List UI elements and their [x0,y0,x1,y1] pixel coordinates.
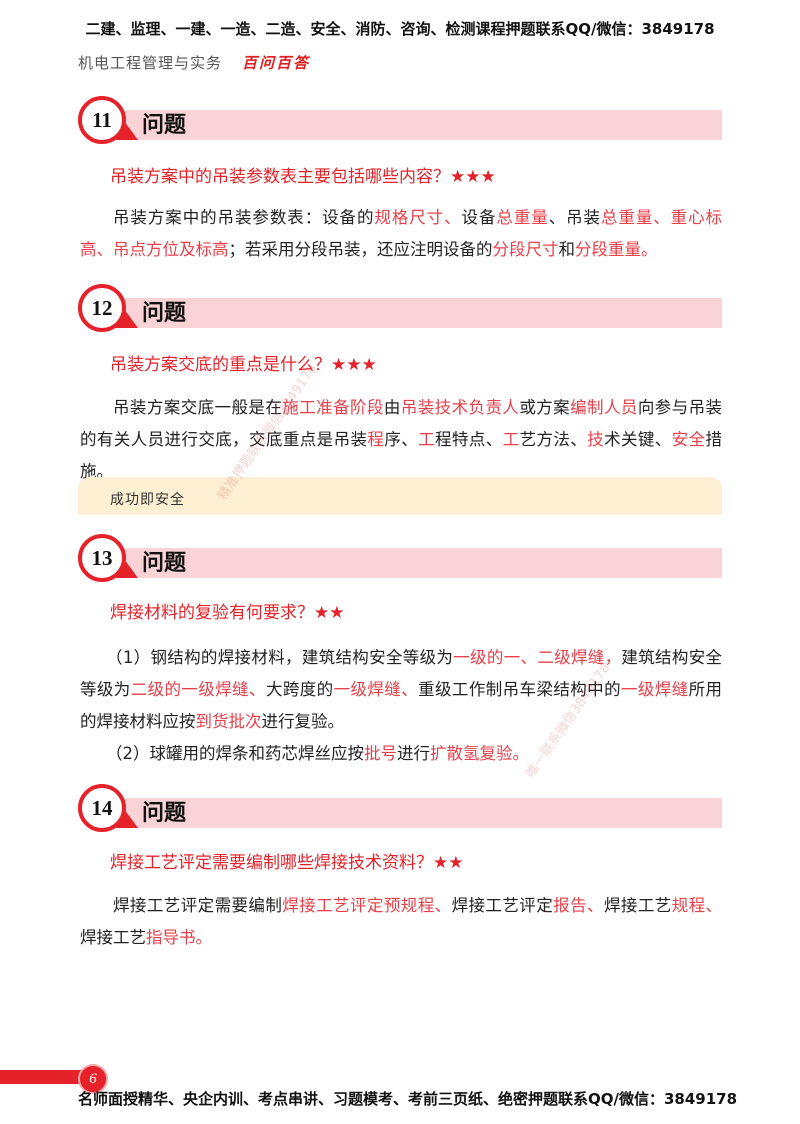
key-point-text: 施工准备阶段 [282,398,384,417]
key-point-text: 技 [587,430,605,449]
question-title: 焊接工艺评定需要编制哪些焊接技术资料？★★ [110,853,464,873]
key-point-text: 分段尺寸 [492,240,559,259]
answer-text: 重级工作制吊车梁结构中的 [418,680,621,699]
answer-text: （1）钢结构的焊接材料，建筑结构安全等级为 [106,648,454,667]
section-header: 12 问题 [78,284,722,332]
key-point-text: 一级焊缝 [621,680,689,699]
answer-paragraph: （2）球罐用的焊条和药芯焊丝应按批号进行扩散氢复验。 [80,738,722,770]
answer-text: 程特点、 [435,430,503,449]
section-bar [108,298,722,328]
answer-text: 或方案 [519,398,571,417]
answer-text: 设备 [461,208,497,227]
answer-paragraph: （1）钢结构的焊接材料，建筑结构安全等级为一级的一、二级焊缝，建筑结构安全等级为… [80,642,722,738]
key-point-text: 规格尺寸、 [374,208,462,227]
answer-text: 、吊装 [548,208,601,227]
key-point-text: 指导书。 [146,928,212,947]
section-number: 13 [78,534,126,582]
answer-text: （2）球罐用的焊条和药芯焊丝应按 [106,744,364,763]
section-number: 12 [78,284,126,332]
key-point-text: 到货批次 [195,712,262,731]
answer-text: 序、 [384,430,419,449]
key-point-text: 总重量、重心标高、吊点方位及标高 [80,208,723,259]
answer-text: 和 [558,240,576,259]
answer-text: 进行 [397,744,430,763]
answer-text: 措施。 [80,430,723,481]
answer-paragraph: 吊装方案交底一般是在施工准备阶段由吊装技术负责人或方案编制人员向参与吊装的有关人… [80,392,722,488]
section-header: 13 问题 [78,534,722,582]
answer-text: 所用的焊接材料应按 [80,680,723,731]
tip-text: 成功即安全 [110,492,185,508]
key-point-text: 程 [367,430,385,449]
key-point-text: 工 [502,430,520,449]
section-bar [108,110,722,140]
answer-text: 大跨度的 [265,680,334,699]
question-title: 焊接材料的复验有何要求？★★ [110,603,345,623]
answer-text: 术关键、 [604,430,672,449]
key-point-text: 工 [418,430,436,449]
key-point-text: 批号 [364,744,397,763]
answer-text: 进行复验。 [261,712,345,731]
key-point-text: 扩散氢复验。 [430,744,529,763]
key-point-text: 分段重量。 [575,240,658,259]
footer-text: 名师面授精华、央企内训、考点串讲、习题模考、考前三页纸、绝密押题联系QQ/微信：… [78,1090,738,1108]
key-point-text: 焊接工艺评定预规程、 [282,896,452,915]
key-point-text: 报告、 [553,896,604,915]
answer-text: 向参与吊装的有关人员进行交底，交底重点是吊装 [80,398,723,449]
section-label: 问题 [142,550,187,576]
section-bar [108,548,722,578]
answer-text: 焊接工艺 [603,896,672,915]
key-point-text: 一级的一、二级焊缝， [453,648,622,667]
section-number: 11 [78,96,126,144]
answer-text: 由 [383,398,401,417]
tip-box: 成功即安全 [78,477,722,515]
key-point-text: 编制人员 [570,398,638,417]
key-point-text: 吊装技术负责人 [400,398,520,417]
answer-text: 艺方法、 [519,430,588,449]
section-label: 问题 [142,800,187,826]
answer-paragraph: 吊装方案中的吊装参数表：设备的规格尺寸、设备总重量、吊装总重量、重心标高、吊点方… [80,202,722,266]
top-banner: 二建、监理、一建、一造、二造、安全、消防、咨询、检测课程押题联系QQ/微信：38… [85,20,715,38]
footer-bar [0,1070,86,1084]
key-point-text: 二级的一级焊缝、 [130,680,266,699]
answer-text: ；若采用分段吊装，还应注明设备的 [228,240,493,259]
page-number: 6 [78,1064,108,1094]
answer-paragraph: 焊接工艺评定需要编制焊接工艺评定预规程、焊接工艺评定报告、焊接工艺规程、焊接工艺… [80,890,722,954]
key-point-text: 总重量 [496,208,549,227]
key-point-text: 安全 [671,430,706,449]
section-number: 14 [78,784,126,832]
answer-text: 吊装方案交底一般是在 [113,398,283,417]
series-title: 百问百答 [242,54,311,72]
key-point-text: 一级焊缝、 [333,680,419,699]
answer-text: 吊装方案中的吊装参数表：设备的 [113,208,375,227]
key-point-text: 规程、 [671,896,723,915]
section-label: 问题 [142,112,187,138]
section-label: 问题 [142,300,187,326]
answer-text: 焊接工艺评定 [451,896,554,915]
answer-text: 焊接工艺评定需要编制 [113,896,283,915]
subject-title: 机电工程管理与实务 [78,54,223,72]
answer-text: 建筑结构安全等级为 [80,648,723,699]
section-header: 11 问题 [78,96,722,144]
section-bar [108,798,722,828]
question-title: 吊装方案交底的重点是什么？★★★ [110,355,377,375]
answer-text: 焊接工艺 [80,928,146,947]
question-title: 吊装方案中的吊装参数表主要包括哪些内容？★★★ [110,167,496,187]
section-header: 14 问题 [78,784,722,832]
